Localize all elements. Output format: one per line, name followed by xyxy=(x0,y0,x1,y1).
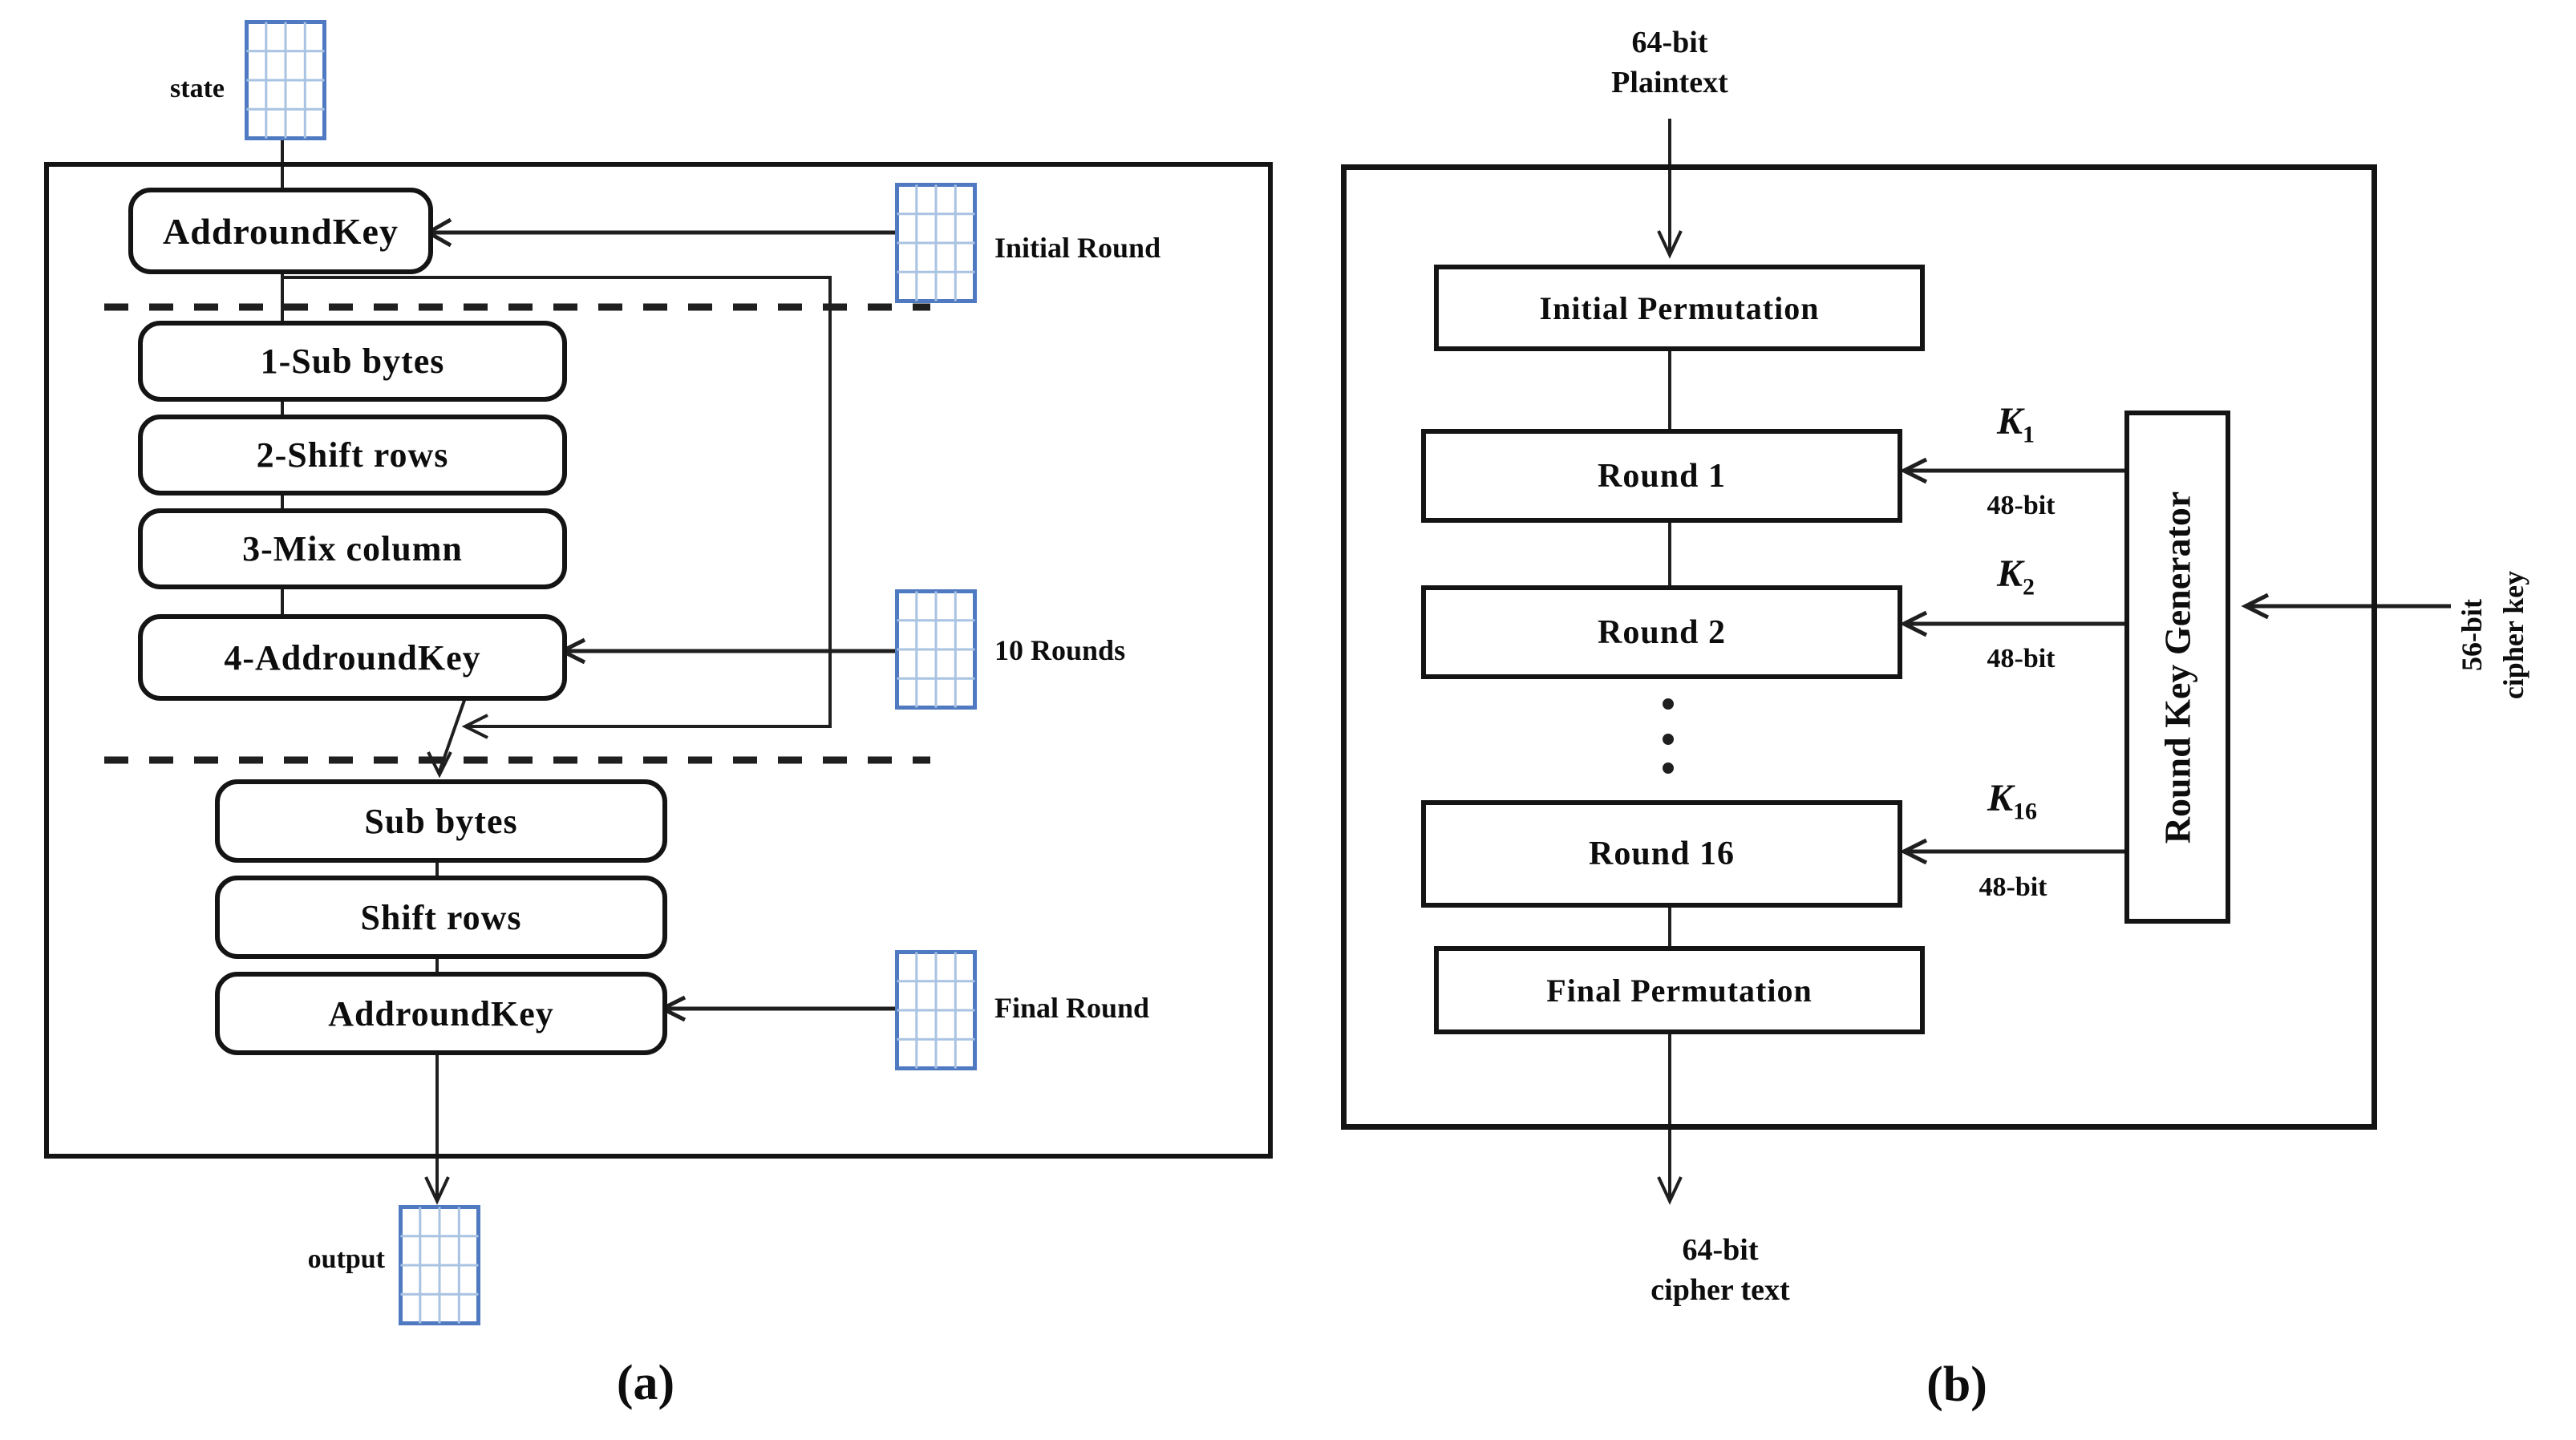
box-final-permutation: Final Permutation xyxy=(1434,946,1925,1034)
round-loop-path xyxy=(282,276,832,728)
k2-subscript: 2 xyxy=(2023,573,2035,601)
round-key-generator-label: Round Key Generator xyxy=(2157,491,2198,843)
box-initial-permutation: Initial Permutation xyxy=(1434,265,1925,351)
k16-arrowhead xyxy=(1899,838,1928,865)
k2-48bit-label: 48-bit xyxy=(1987,644,2056,673)
cipher-key-label-line2: cipher key xyxy=(2497,570,2530,700)
k16-48bit-label: 48-bit xyxy=(1979,872,2047,902)
plaintext-label: 64-bit Plaintext xyxy=(1549,22,1790,103)
box-round-key-generator: Round Key Generator xyxy=(2124,411,2230,924)
round-loop-arrowhead xyxy=(461,714,488,739)
plaintext-label-line1: 64-bit xyxy=(1631,26,1708,59)
k1-subscript: 1 xyxy=(2023,421,2035,448)
panel-a-outer-box xyxy=(44,162,1273,1159)
k16-subscript: 16 xyxy=(2013,798,2038,825)
box-shift-rows-2: 2-Shift rows xyxy=(138,415,567,496)
initial-round-grid-icon xyxy=(895,183,977,303)
box-addroundkey-final: AddroundKey xyxy=(215,972,667,1055)
k2-arrowhead xyxy=(1899,610,1928,637)
k1-arrowhead xyxy=(1899,457,1928,484)
cipher-key-label-line1: 56-bit xyxy=(2456,599,2488,671)
ellipsis-dot-2 xyxy=(1663,734,1674,745)
panel-a-caption: (a) xyxy=(616,1356,675,1410)
cipher-key-arrowhead xyxy=(2241,593,2270,620)
ten-rounds-grid-icon xyxy=(895,589,977,710)
box-round-1: Round 1 xyxy=(1421,429,1902,523)
ten-rounds-label: 10 Rounds xyxy=(994,634,1126,666)
ciphertext-label-line2: cipher text xyxy=(1651,1273,1790,1308)
box-shift-rows-final: Shift rows xyxy=(215,876,667,959)
ciphertext-label: 64-bit cipher text xyxy=(1600,1230,1841,1310)
k16-base: K xyxy=(1987,777,2014,819)
output-label: output xyxy=(307,1244,385,1274)
final-round-label: Final Round xyxy=(994,992,1150,1024)
box-sub-bytes-1: 1-Sub bytes xyxy=(138,321,567,402)
final-round-grid-icon xyxy=(895,950,977,1070)
box-round-16: Round 16 xyxy=(1421,800,1902,908)
k16-label: K16 xyxy=(1987,776,2037,826)
ellipsis-dot-1 xyxy=(1663,698,1674,710)
box-sub-bytes-final: Sub bytes xyxy=(215,779,667,863)
k1-base: K xyxy=(1997,400,2023,443)
box-addroundkey-4: 4-AddroundKey xyxy=(138,614,567,701)
k1-label: K1 xyxy=(1997,399,2035,449)
cipher-key-label: 56-bit cipher key xyxy=(2451,539,2534,731)
k2-base: K xyxy=(1997,552,2023,595)
initial-round-label: Initial Round xyxy=(994,232,1161,264)
state-label: state xyxy=(170,74,225,103)
state-grid-icon xyxy=(245,20,326,140)
output-arrowhead xyxy=(424,1176,450,1205)
panel-b-outer-box xyxy=(1341,164,2377,1130)
k1-48bit-label: 48-bit xyxy=(1987,491,2056,520)
plaintext-arrowhead xyxy=(1657,230,1683,259)
output-grid-icon xyxy=(399,1205,480,1325)
to-final-section-line xyxy=(438,690,469,772)
box-addroundkey-initial: AddroundKey xyxy=(128,188,433,274)
panel-b-caption: (b) xyxy=(1926,1357,1987,1412)
ciphertext-label-line1: 64-bit xyxy=(1682,1233,1759,1267)
box-round-2: Round 2 xyxy=(1421,585,1902,679)
plaintext-label-line2: Plaintext xyxy=(1611,66,1728,100)
box-mix-column-3: 3-Mix column xyxy=(138,508,567,589)
ellipsis-dot-3 xyxy=(1663,762,1674,774)
k2-label: K2 xyxy=(1997,552,2035,601)
ciphertext-arrowhead xyxy=(1657,1176,1683,1205)
